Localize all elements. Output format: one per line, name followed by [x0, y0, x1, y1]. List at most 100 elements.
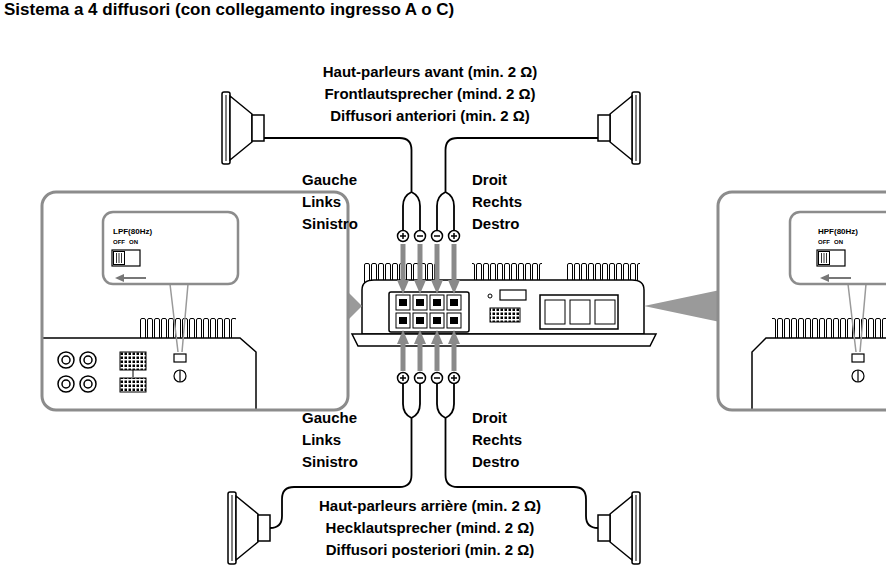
arrow-head — [820, 274, 829, 282]
right-side-view — [752, 318, 886, 410]
zoom-leader — [848, 284, 866, 352]
channel-label: Gauche — [302, 171, 357, 188]
remote-connector — [490, 308, 520, 322]
arrow-head — [414, 280, 426, 294]
plus-sign — [398, 231, 409, 242]
speaker-label: Diffusori anteriori (min. 2 Ω) — [330, 107, 530, 124]
fuse-holder — [500, 290, 526, 300]
minus-sign — [415, 373, 426, 384]
lpf-switch — [174, 354, 186, 362]
terminal-screw — [450, 317, 458, 324]
arrow-head — [397, 330, 409, 344]
power-terminal — [570, 300, 590, 324]
arrow-head — [397, 280, 409, 294]
minus-sign — [415, 231, 426, 242]
indicator-dot — [488, 294, 492, 298]
plus-sign — [449, 373, 460, 384]
rca-jack-core — [62, 380, 70, 388]
terminal-screw — [433, 299, 441, 306]
position-arrow — [122, 277, 146, 279]
speaker-terminal-block — [389, 292, 469, 332]
channel-label: Links — [302, 193, 341, 210]
speaker-label: Frontlautsprecher (mind. 2 Ω) — [324, 85, 535, 102]
terminal-screws — [399, 299, 458, 324]
arrow-head — [448, 330, 460, 344]
level-control — [852, 370, 864, 382]
level-control-slot — [179, 370, 180, 382]
rca-jack — [58, 376, 74, 392]
insert-arrow — [435, 244, 440, 282]
arrow-head — [448, 280, 460, 294]
position-arrow — [827, 277, 851, 279]
level-control — [174, 370, 186, 382]
channel-label: Gauche — [302, 409, 357, 426]
zoom-box — [103, 212, 238, 284]
arrow-head — [431, 330, 443, 344]
switch-body — [817, 250, 845, 266]
minus-sign — [432, 373, 443, 384]
zoom-leader — [170, 284, 188, 352]
channel-label: Sinistro — [302, 215, 358, 232]
front-right-speaker — [598, 92, 640, 164]
terminal-slot — [396, 295, 410, 310]
plus-sign — [400, 375, 406, 381]
power-terminal — [595, 300, 615, 324]
switch-position: OFF — [113, 239, 125, 246]
channel-label: Links — [302, 431, 341, 448]
channel-label: Droit — [472, 409, 507, 426]
terminal-screw — [450, 299, 458, 306]
terminal-slot — [396, 313, 410, 328]
slider-ridges — [117, 253, 122, 263]
insert-arrow — [401, 342, 406, 371]
minus-sign — [417, 377, 423, 379]
plus-sign — [400, 233, 406, 239]
channel-label: Rechts — [472, 193, 522, 210]
terminal-screw — [433, 317, 441, 324]
insert-arrow — [435, 342, 440, 371]
rca-jack-core — [84, 356, 92, 364]
speaker-label: Haut-parleurs avant (min. 2 Ω) — [323, 63, 538, 80]
speaker-label: Diffusori posteriori (min. 2 Ω) — [326, 541, 535, 558]
switch-position: ON — [834, 239, 843, 246]
switch-slider — [114, 252, 125, 265]
hpf-switch — [852, 354, 864, 362]
callout-wedge — [644, 290, 720, 322]
plus-sign — [451, 233, 457, 239]
plus-sign — [449, 231, 460, 242]
slider-ridges — [822, 253, 827, 263]
switch-slider — [819, 252, 830, 265]
diagram-title: Sistema a 4 diffusori (con collegamento … — [4, 0, 454, 20]
rca-jack — [58, 352, 74, 368]
heat-sink-fins — [772, 318, 886, 338]
amplifier — [352, 263, 656, 346]
insert-arrow — [418, 244, 423, 282]
channel-label: Sinistro — [302, 453, 358, 470]
channel-label: Destro — [472, 453, 520, 470]
minus-sign — [434, 377, 440, 379]
terminal-slot — [413, 313, 427, 328]
input-connector — [120, 352, 146, 370]
arrow-head — [431, 280, 443, 294]
terminal-slot — [430, 313, 444, 328]
minus-sign — [432, 231, 443, 242]
arrow-head — [414, 330, 426, 344]
terminal-slot — [447, 295, 461, 310]
insert-arrow — [418, 342, 423, 371]
switch-position: ON — [129, 239, 138, 246]
power-terminal — [545, 300, 565, 324]
amplifier-base — [352, 334, 656, 346]
rear-left-speaker — [228, 492, 270, 564]
channel-label: Destro — [472, 215, 520, 232]
insert-arrow — [401, 244, 406, 282]
channel-label: Droit — [472, 171, 507, 188]
channel-label: Rechts — [472, 431, 522, 448]
zoom-box — [790, 212, 886, 284]
terminal-slot — [430, 295, 444, 310]
plus-sign — [398, 373, 409, 384]
speaker-label: Haut-parleurs arrière (min. 2 Ω) — [319, 497, 541, 514]
arrow-head — [115, 274, 124, 282]
power-terminal-block — [540, 295, 618, 329]
minus-sign — [434, 235, 440, 237]
heat-sink-fins — [140, 318, 236, 338]
